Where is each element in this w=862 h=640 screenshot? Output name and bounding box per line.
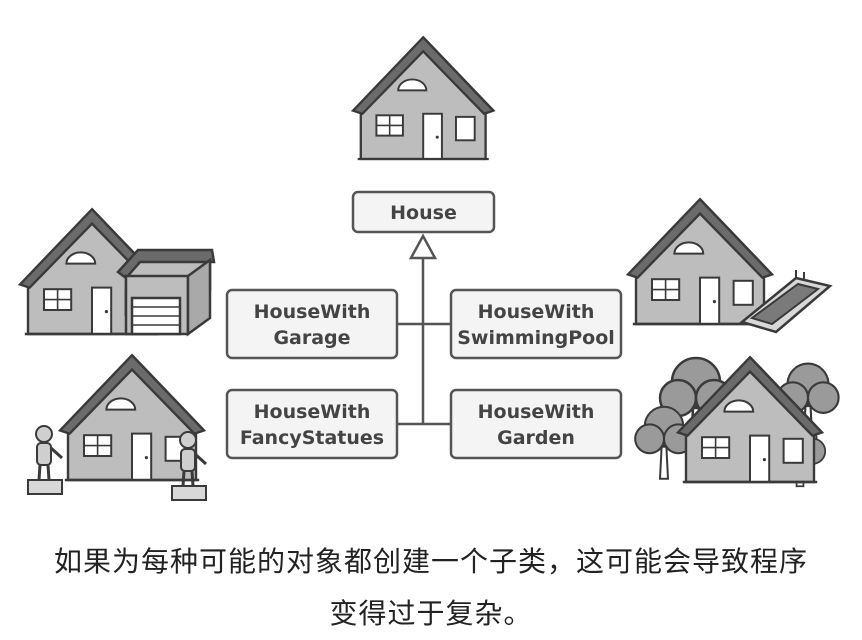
base-house-illustration	[351, 36, 495, 161]
tree-icon	[634, 405, 694, 480]
subclass-label-line1: HouseWith	[478, 301, 595, 323]
subclass-label-line2: FancyStatues	[240, 427, 384, 449]
subclass-box-statues: HouseWith FancyStatues	[225, 388, 399, 460]
statue-left-icon	[26, 424, 64, 496]
base-class-label: House	[390, 202, 457, 224]
subclass-box-garden: HouseWith Garden	[449, 388, 623, 460]
diagram-canvas: House HouseWith Garage HouseWith Swimmin…	[18, 36, 840, 502]
house-with-garden-illustration	[634, 356, 840, 488]
subclass-label-line1: HouseWith	[254, 301, 371, 323]
subclass-label-line2: Garden	[497, 427, 575, 449]
inheritance-arrow-icon	[408, 233, 438, 260]
class-hierarchy-diagram: House HouseWith Garage HouseWith Swimmin…	[18, 36, 840, 502]
base-class-box: House	[351, 190, 496, 234]
inheritance-connectors	[397, 233, 451, 426]
subclass-label-line2: SwimmingPool	[457, 327, 615, 349]
subclass-label-line2: Garage	[273, 327, 350, 349]
caption-line-2: 变得过于复杂。	[329, 597, 533, 630]
subclass-label-line1: HouseWith	[254, 401, 371, 423]
caption-line-1: 如果为每种可能的对象都创建一个子类，这可能会导致程序	[53, 545, 808, 578]
house-with-pool-illustration	[626, 197, 833, 334]
house-with-statues-illustration	[26, 354, 208, 502]
subclass-box-pool: HouseWith SwimmingPool	[449, 288, 623, 360]
subclass-box-garage: HouseWith Garage	[225, 288, 399, 360]
subclass-label-line1: HouseWith	[478, 401, 595, 423]
house-with-garage-illustration	[18, 207, 216, 337]
